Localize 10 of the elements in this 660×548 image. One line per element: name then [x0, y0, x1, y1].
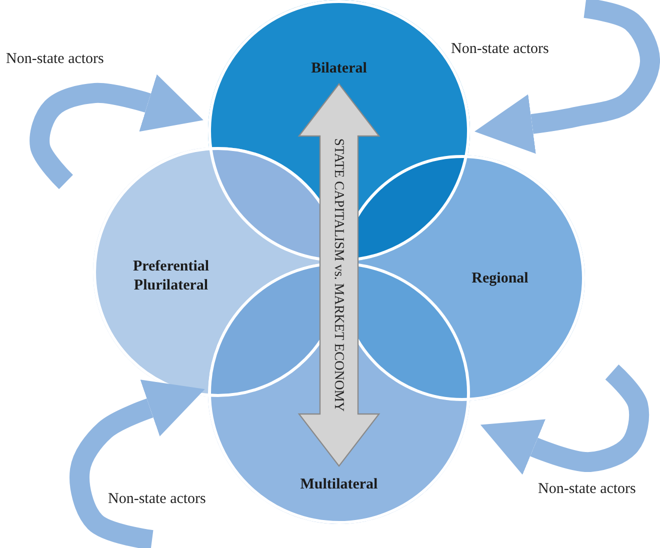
- circle-label: Multilateral: [279, 476, 399, 494]
- double-arrow: [298, 83, 380, 467]
- actor-label: Non-state actors: [451, 41, 549, 58]
- actor-label: Non-state actors: [538, 481, 636, 498]
- circle-label: Bilateral: [279, 60, 399, 78]
- actor-label: Non-state actors: [108, 491, 206, 508]
- actor-label: Non-state actors: [6, 51, 104, 68]
- circle-label: Regional: [450, 270, 550, 288]
- circle-label: Preferential Plurilateral: [121, 257, 221, 295]
- edge-label: STATE CAPITALISM vs. MARKET ECONOMY: [331, 138, 347, 412]
